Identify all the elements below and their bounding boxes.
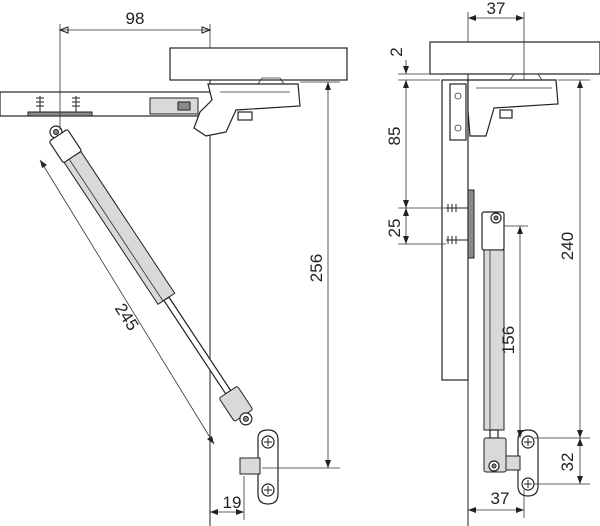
right-view: 37 2 85 25 240 156 32 [385, 0, 600, 526]
right-hinge-plate [449, 83, 467, 141]
dim-37-top: 37 [487, 0, 506, 18]
dim-245: 245 [111, 300, 142, 334]
right-gas-strut [481, 211, 507, 473]
cabinet-top-panel [169, 47, 348, 81]
left-gas-strut [49, 125, 253, 426]
dim-2: 2 [387, 47, 406, 56]
dim-32: 32 [558, 453, 577, 472]
right-top-panel [429, 41, 600, 75]
dim-25: 25 [385, 219, 404, 238]
dim-156: 156 [499, 326, 518, 354]
dim-37-bottom: 37 [491, 489, 510, 508]
right-bottom-bracket [505, 429, 539, 497]
left-hinge [149, 77, 301, 137]
right-hinge [467, 73, 559, 137]
left-view: 98 256 245 19 [0, 9, 348, 526]
right-mount-screws [446, 189, 475, 259]
left-bottom-bracket [239, 429, 279, 505]
dim-256: 256 [307, 254, 326, 282]
dim-98: 98 [126, 9, 145, 28]
dim-240: 240 [558, 232, 577, 260]
dim-85: 85 [385, 127, 404, 146]
dim-19: 19 [223, 493, 242, 512]
